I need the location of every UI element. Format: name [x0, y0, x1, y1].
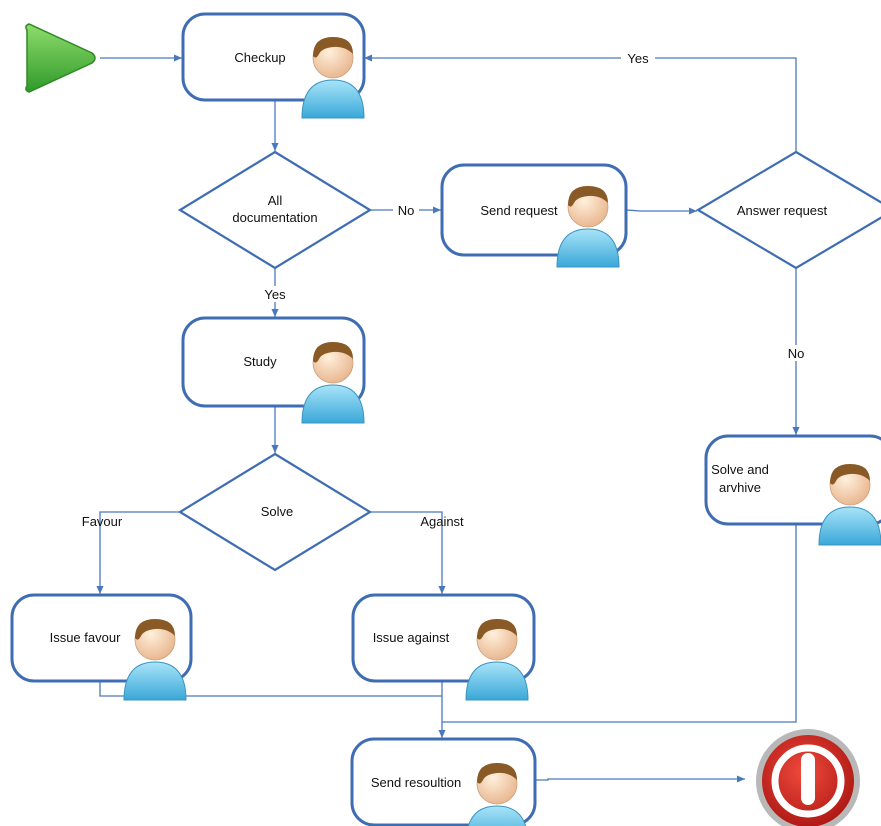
gateway-answer-request[interactable]: Answer request	[695, 150, 881, 270]
task-checkup[interactable]: Checkup	[181, 12, 366, 119]
task-send-request-label: Send request	[480, 203, 558, 218]
flow-answer-checkup	[364, 54, 797, 151]
flow-solve-favour	[96, 511, 180, 594]
flow-label-yes-checkup: Yes	[627, 51, 649, 66]
task-study[interactable]: Study	[181, 316, 366, 424]
gateway-all-documentation[interactable]: All documentation	[177, 150, 373, 270]
start-event-play-icon[interactable]	[25, 23, 96, 93]
task-study-label: Study	[243, 354, 277, 369]
flow-solve-against	[370, 511, 446, 594]
task-solve-archive-label-2: arvhive	[719, 480, 761, 495]
task-send-resolution[interactable]: Send resoultion	[350, 737, 537, 826]
task-send-resolution-label: Send resoultion	[371, 775, 461, 790]
flow-label-favour: Favour	[82, 514, 123, 529]
flow-request-answer	[626, 207, 697, 215]
flow-resolution-end	[536, 775, 745, 783]
task-issue-against[interactable]: Issue against	[351, 593, 536, 701]
gateway-all-documentation-label-2: documentation	[232, 210, 317, 225]
flow-labels: No Yes Yes No Favour Against	[82, 50, 810, 529]
end-event-stop-icon[interactable]	[756, 729, 860, 826]
task-checkup-label: Checkup	[234, 50, 285, 65]
flow-label-no-archive: No	[788, 346, 805, 361]
flow-label-yes-study: Yes	[264, 287, 286, 302]
connectors	[96, 54, 800, 783]
gateway-answer-request-label: Answer request	[737, 203, 828, 218]
flow-favour-merge	[99, 682, 442, 697]
task-solve-archive[interactable]: Solve and arvhive	[704, 434, 881, 546]
task-issue-favour[interactable]: Issue favour	[10, 593, 193, 701]
flow-archive-merge	[442, 524, 797, 723]
gateway-solve-label: Solve	[261, 504, 294, 519]
task-send-request[interactable]: Send request	[440, 163, 628, 268]
gateway-solve[interactable]: Solve	[177, 452, 373, 572]
gateway-all-documentation-label-1: All	[268, 193, 283, 208]
flow-label-against: Against	[420, 514, 464, 529]
task-issue-against-label: Issue against	[373, 630, 450, 645]
flow-label-no-request: No	[398, 203, 415, 218]
task-issue-favour-label: Issue favour	[50, 630, 121, 645]
task-solve-archive-label-1: Solve and	[711, 462, 769, 477]
